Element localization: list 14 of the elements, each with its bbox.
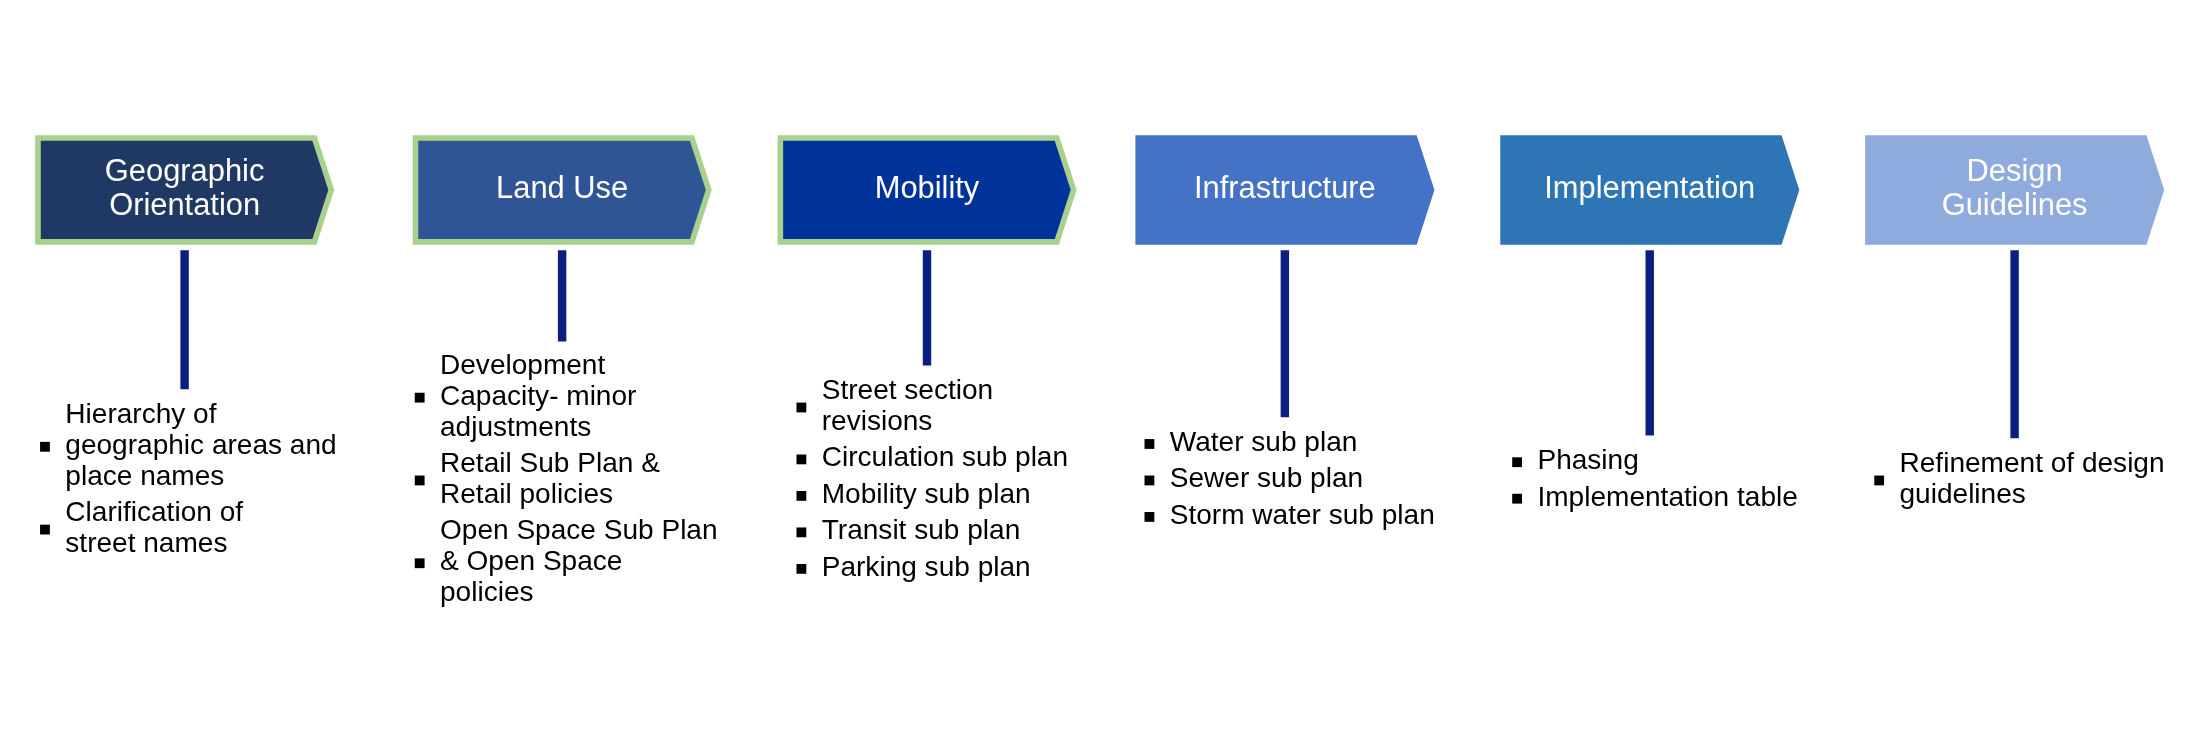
node-label: Implementation table — [1537, 480, 1798, 512]
node-label: Refinement of design guidelines — [1899, 446, 2165, 509]
connector — [2010, 249, 2019, 438]
connector — [1280, 249, 1290, 417]
connector — [557, 249, 567, 341]
node-text: Hierarchy of geographic areas and place names Clarification of street names — [65, 397, 337, 558]
node-text: Street section revisions Circulation sub plan Mobility sub plan Transit sub plan Parking sub plan — [821, 373, 1069, 582]
node-box — [1874, 475, 1885, 485]
connector — [1645, 249, 1654, 436]
connector — [922, 249, 932, 365]
connector — [180, 249, 189, 389]
node-text: Development Capacity- minor adjustments Retail Sub Plan & Retail policies Open Space Sub Plan & Open Space policies — [440, 348, 718, 607]
node-label: Phasing — [1537, 443, 1639, 475]
node-text: Water sub plan Sewer sub plan Storm water sub plan — [1169, 425, 1435, 530]
